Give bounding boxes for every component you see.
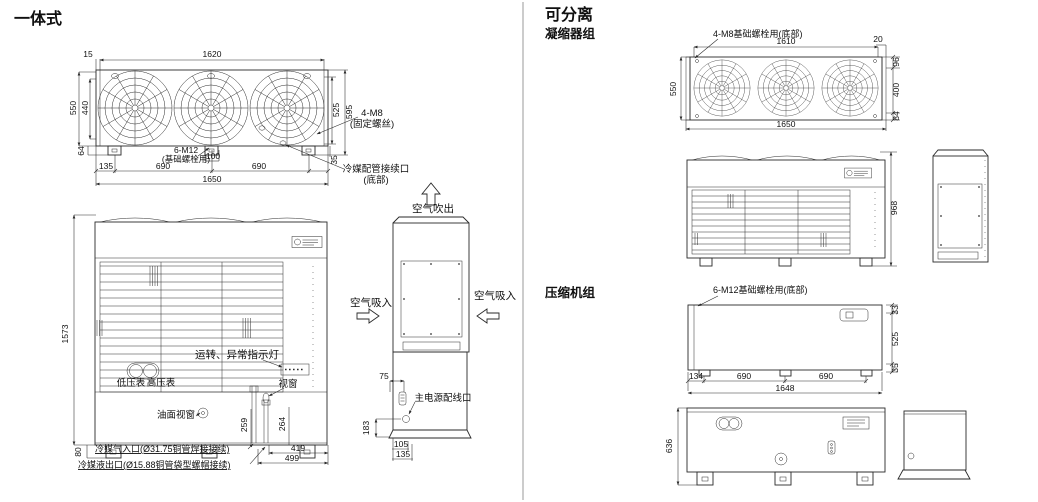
label-refrigerant-pipe-1: 冷媒配管接续口 [343, 163, 410, 175]
dim-1620: 1620 [203, 49, 222, 59]
dim-550: 550 [668, 82, 678, 96]
dim-1573: 1573 [60, 324, 70, 343]
dim-105: 105 [394, 439, 408, 449]
condenser-side-view [932, 149, 989, 263]
dim-636: 636 [664, 439, 674, 453]
dim-64: 64 [76, 146, 86, 156]
dim-550: 550 [68, 101, 78, 115]
fan-guard-icon [821, 59, 879, 117]
label-fixing-screw-2: (固定螺丝) [350, 118, 394, 130]
label-sight-window: 视窗 [278, 378, 297, 390]
dim-690-left: 690 [156, 161, 170, 171]
dim-259: 259 [239, 418, 249, 432]
label-air-in-right: 空气吸入 [474, 289, 516, 302]
dim-35: 35 [890, 363, 900, 373]
integrated-section: 一体式 [14, 9, 516, 470]
dim-968: 968 [889, 201, 899, 215]
label-air-in-left: 空气吸入 [350, 296, 392, 309]
label-high-pressure-gauge: 高压表 [147, 377, 176, 389]
dim-264: 264 [277, 417, 287, 431]
dim-84: 84 [891, 111, 901, 121]
label-fixing-screw-1: 4-M8 [361, 108, 383, 119]
dim-183: 183 [361, 421, 371, 435]
condenser-bolt-label: 4-M8基础螺栓用(底部) [713, 28, 803, 39]
integrated-top-view: 15 1620 550 440 525 595 64 35 135 690 69… [68, 49, 409, 186]
dim-1648: 1648 [776, 383, 795, 393]
dim-20: 20 [873, 34, 883, 44]
dim-440: 440 [80, 101, 90, 115]
label-liquid-outlet: 冷媒液出口(Ø15.88铜管袋型螺帽接续) [78, 459, 231, 470]
fan-guard-icon [693, 59, 751, 117]
dim-525: 525 [331, 103, 341, 117]
condenser-subtitle: 凝缩器组 [545, 26, 596, 41]
fan-guard-icon [249, 70, 325, 146]
integrated-title: 一体式 [14, 9, 62, 28]
label-oil-sight-window: 油面视窗 [157, 409, 195, 421]
separable-title: 可分离 [545, 5, 593, 24]
dim-525: 525 [890, 332, 900, 346]
label-run-abnormal-indicator: 运转、异常指示灯 [195, 348, 279, 361]
dim-100: 100 [206, 151, 220, 161]
compressor-top-view: 6-M12基础螺栓用(底部) 134 690 690 1648 33 525 3… [685, 284, 900, 395]
label-power-port: 主电源配线口 [414, 392, 471, 404]
separable-section: 可分离 凝缩器组 压缩机组 4-M8基础螺栓用(底部) 1610 20 55 [545, 5, 989, 486]
dim-135: 135 [99, 161, 113, 171]
dim-1650: 1650 [203, 174, 222, 184]
fan-guard-icon [97, 70, 173, 146]
dim-400: 400 [891, 83, 901, 97]
dim-75: 75 [379, 371, 389, 381]
compressor-bolt-label: 6-M12基础螺栓用(底部) [713, 284, 808, 295]
condenser-front-view: 968 [686, 151, 899, 267]
integrated-side-view: 空气吹出 空气吸入 空气吸入 主电源配线口 75 183 105 135 [350, 182, 516, 461]
dim-15: 15 [83, 49, 93, 59]
dim-690-right: 690 [819, 371, 833, 381]
compressor-subtitle: 压缩机组 [545, 285, 596, 300]
brand-logo [291, 236, 323, 248]
dim-595: 595 [344, 105, 354, 119]
dim-1650: 1650 [777, 119, 796, 129]
dim-134: 134 [689, 371, 703, 381]
condenser-top-view: 4-M8基础螺栓用(底部) 1610 20 550 1650 96 400 84 [668, 28, 901, 131]
dim-135: 135 [396, 449, 410, 459]
label-gas-inlet: 冷媒气入口(Ø31.75铜管焊接接续) [95, 443, 230, 454]
dim-80: 80 [73, 447, 83, 457]
integrated-front-view: 1573 80 259 264 419 499 运转、异常指示灯 低压表 高压表… [60, 214, 329, 470]
label-low-pressure-gauge: 低压表 [117, 377, 146, 389]
compressor-side-view [897, 410, 971, 480]
air-out-arrow-icon [421, 182, 441, 206]
dim-419: 419 [291, 443, 305, 453]
dim-96: 96 [891, 57, 901, 67]
air-in-left-arrow-icon [356, 308, 380, 324]
label-foundation-bolt-1: 6-M12 [174, 145, 198, 155]
brand-logo [844, 167, 872, 179]
dim-690-right: 690 [252, 161, 266, 171]
label-air-out: 空气吹出 [412, 202, 454, 215]
dim-1610: 1610 [777, 36, 796, 46]
fan-guard-icon [757, 59, 815, 117]
label-refrigerant-pipe-2: (底部) [363, 174, 388, 186]
dim-33: 33 [890, 305, 900, 315]
dim-690-left: 690 [737, 371, 751, 381]
fan-guard-icon [173, 70, 249, 146]
compressor-front-view: 636 [664, 407, 886, 486]
dim-35: 35 [329, 155, 339, 165]
air-in-right-arrow-icon [476, 308, 500, 324]
dim-499: 499 [285, 453, 299, 463]
label-foundation-bolt-2: (基础螺栓用) [162, 154, 210, 164]
